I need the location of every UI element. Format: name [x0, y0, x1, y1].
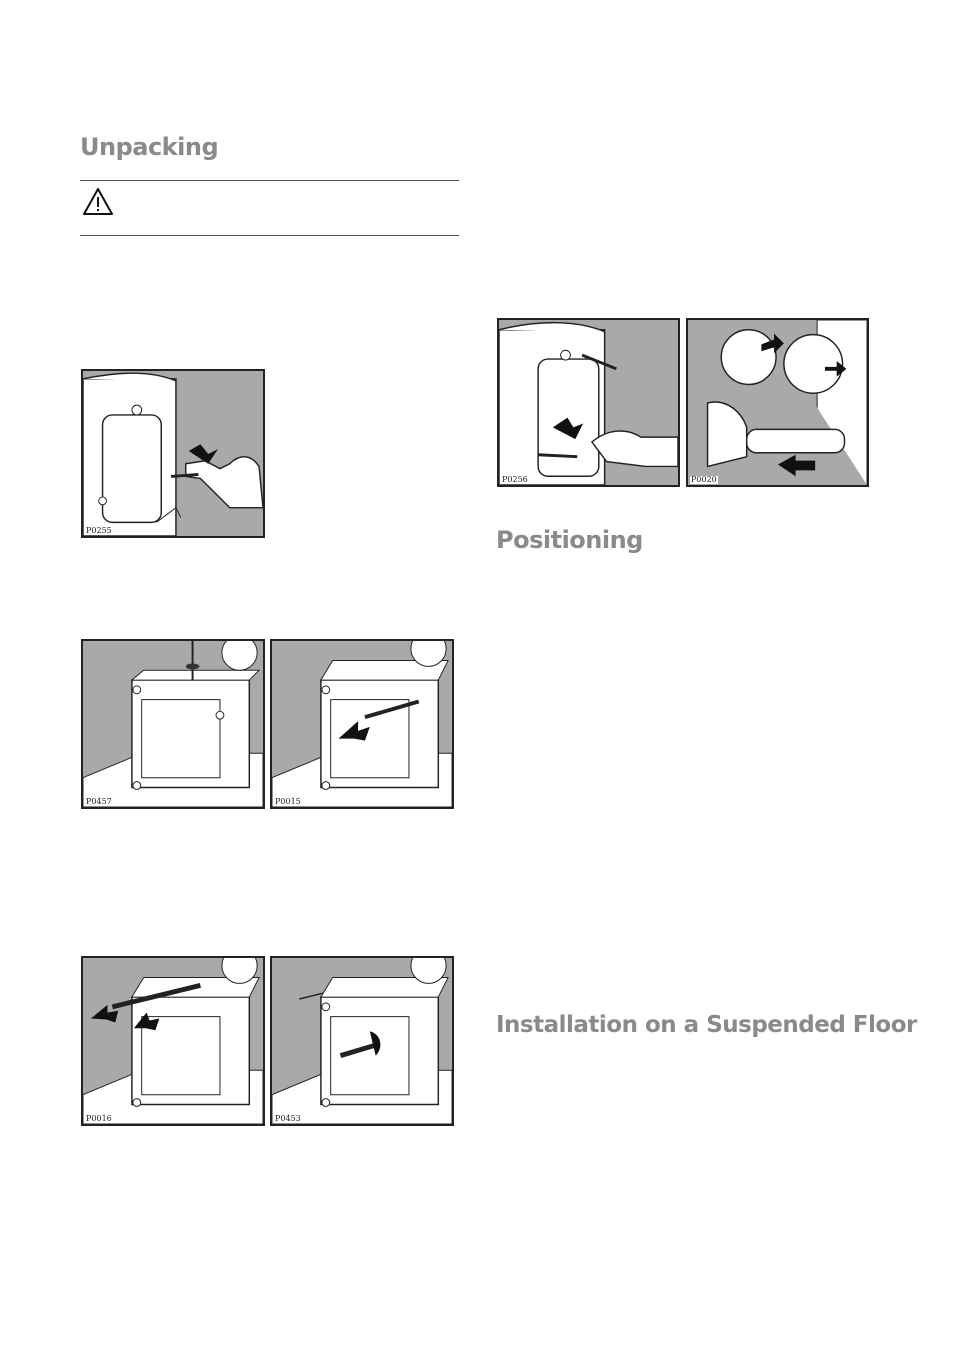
figure-p0457: P0457	[81, 639, 265, 809]
figure-code-label: P0255	[85, 526, 113, 535]
figure-code-label: P0256	[501, 475, 529, 484]
figure-p0015: P0015	[270, 639, 454, 809]
heading-suspended-floor: Installation on a Suspended Floor	[496, 1012, 917, 1038]
illustration-remove-bracket	[272, 641, 452, 807]
figure-p0256: P0256	[497, 318, 680, 487]
figure-p0016: P0016	[81, 956, 265, 1126]
figure-p0453: P0453	[270, 956, 454, 1126]
illustration-top-bolt	[83, 641, 263, 807]
figure-code-label: P0453	[274, 1114, 302, 1123]
figure-code-label: P0016	[85, 1114, 113, 1123]
figure-code-label: P0020	[690, 475, 718, 484]
figure-code-label: P0457	[85, 797, 113, 806]
heading-positioning: Positioning	[496, 526, 643, 554]
figure-p0255: P0255	[81, 369, 265, 538]
illustration-remove-rear-bolt	[83, 372, 263, 536]
figure-p0020: P0020	[686, 318, 869, 487]
illustration-pull-out-bracket	[83, 958, 263, 1124]
heading-unpacking: Unpacking	[80, 133, 219, 161]
warning-top-rule	[80, 180, 459, 181]
warning-triangle-icon	[83, 188, 113, 215]
illustration-fit-cover-plug	[272, 958, 452, 1124]
illustration-insert-plug	[688, 320, 867, 485]
warning-bottom-rule	[80, 235, 459, 236]
figure-code-label: P0015	[274, 797, 302, 806]
illustration-remove-rear-screw	[499, 321, 678, 485]
